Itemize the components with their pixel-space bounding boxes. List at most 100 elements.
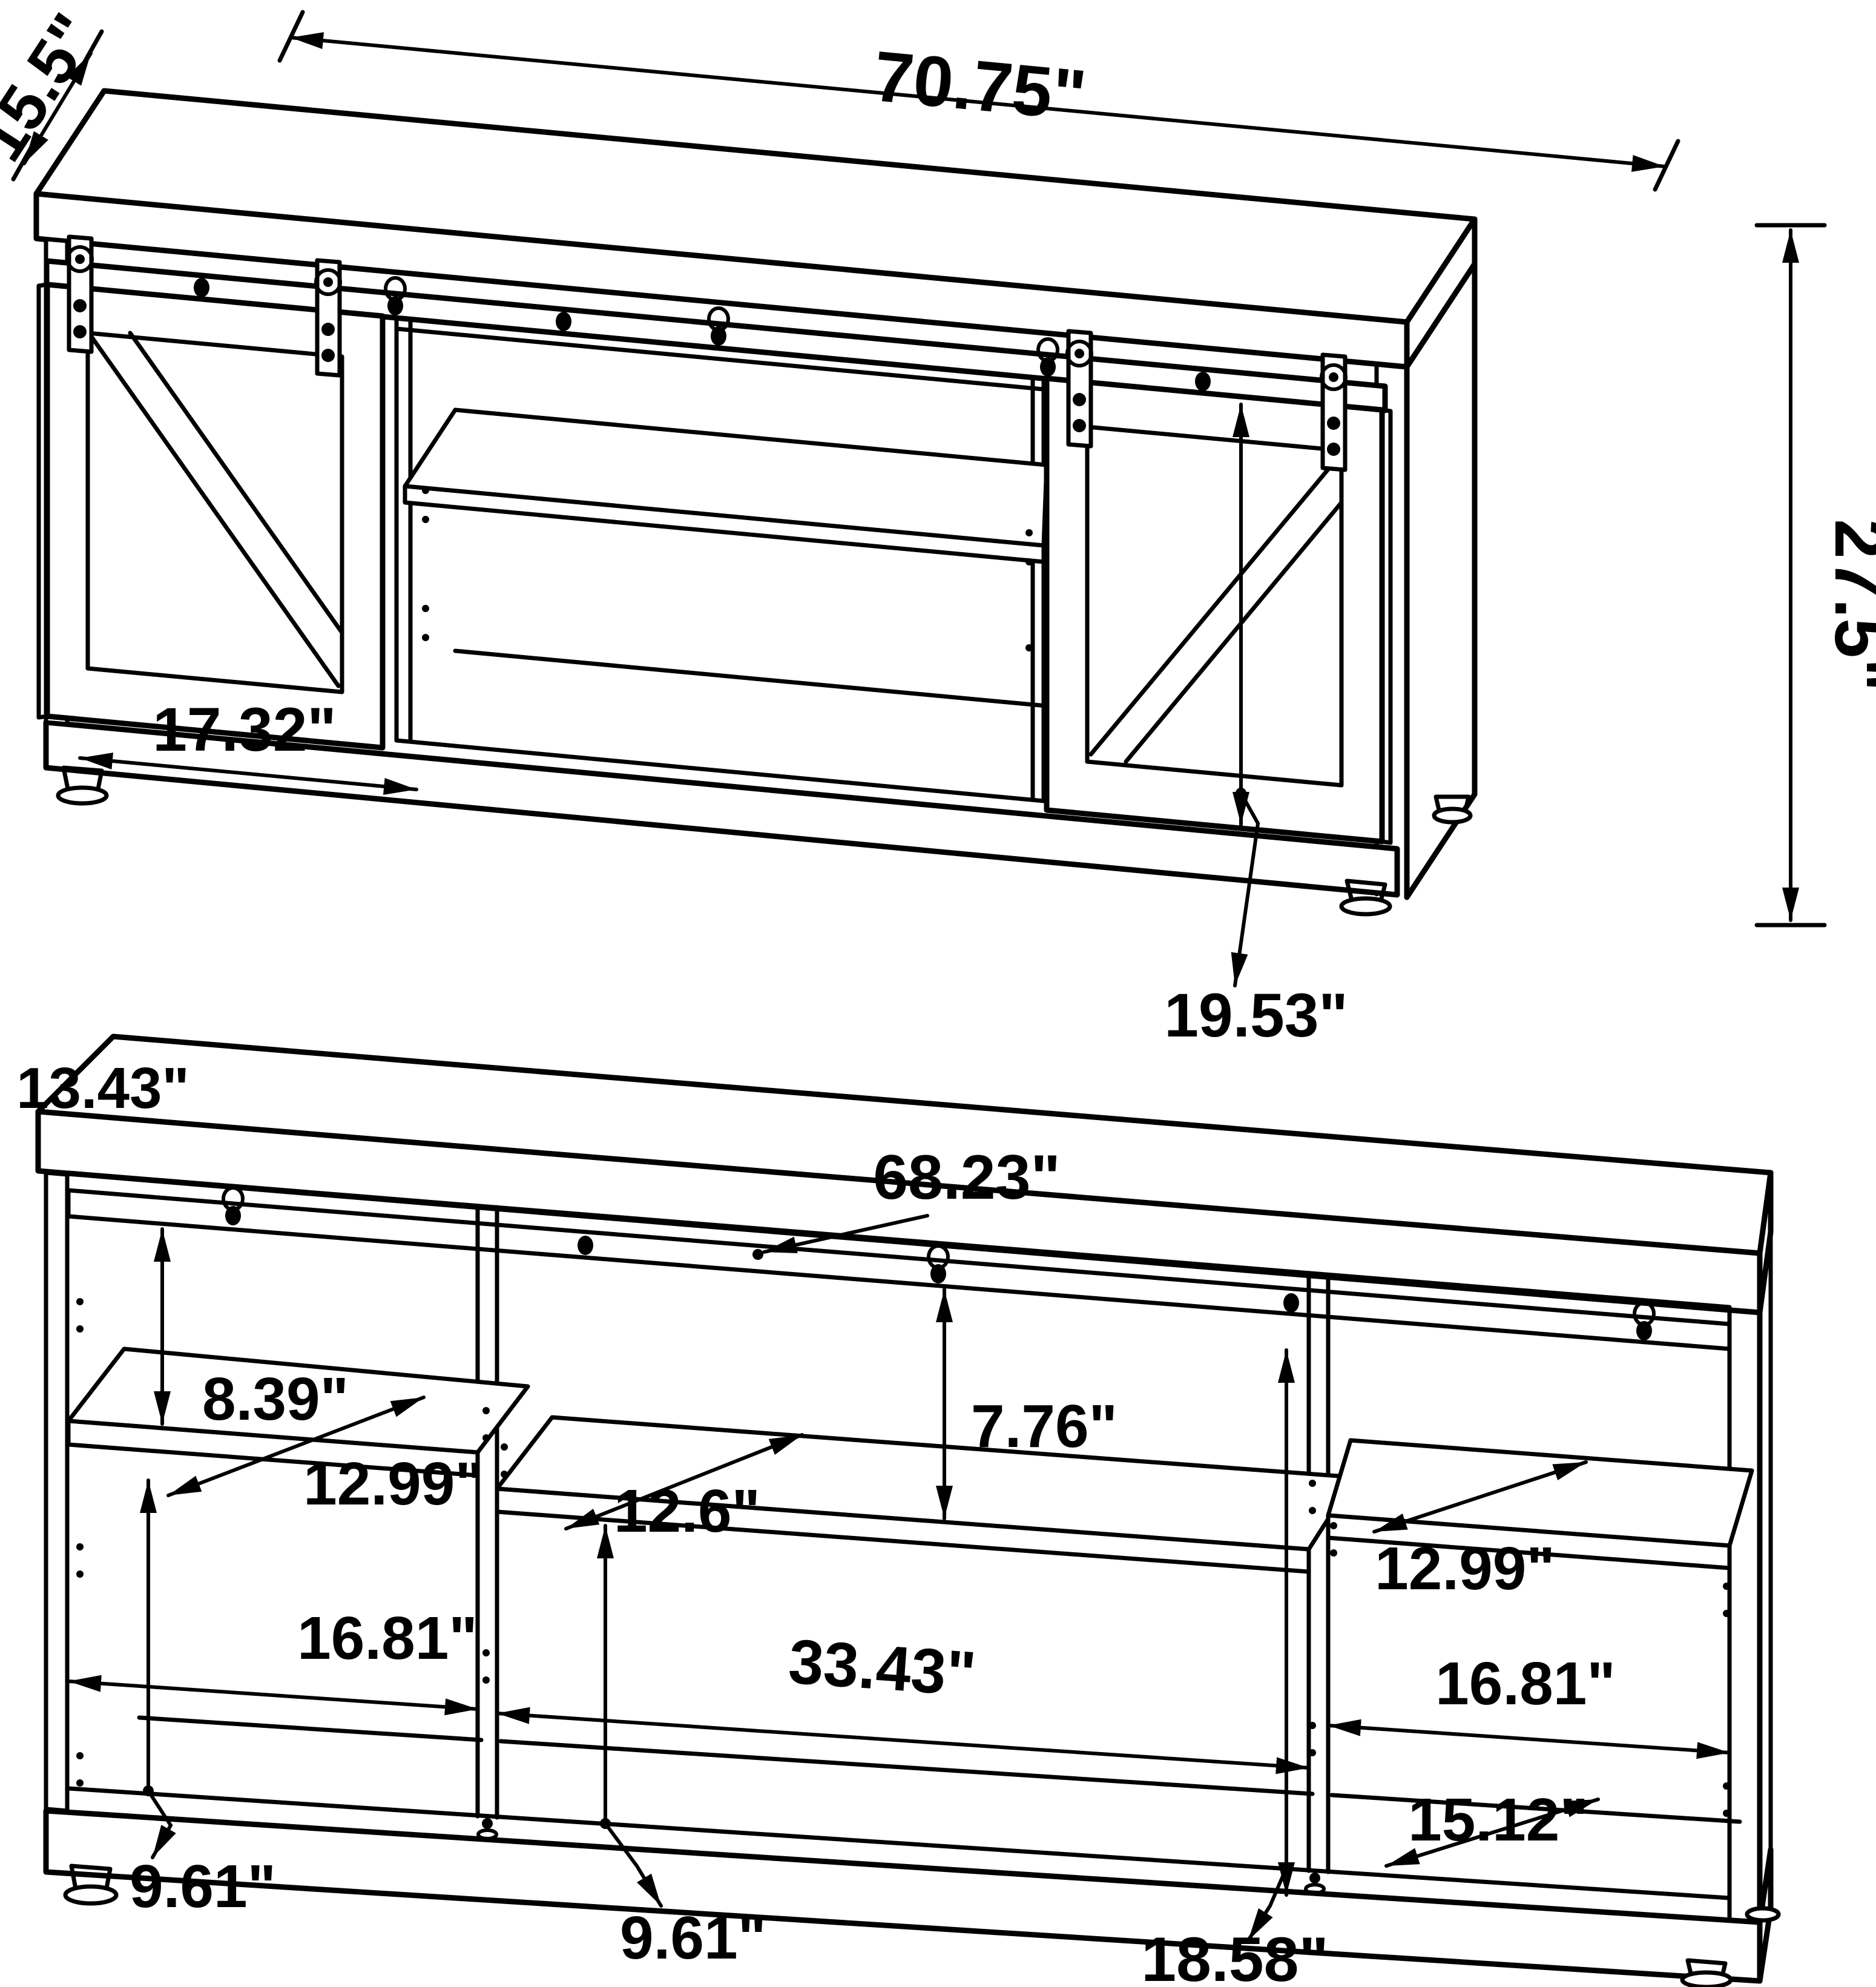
roller-axle	[1329, 372, 1338, 382]
left-barn-door	[36, 282, 386, 751]
dim-line	[1326, 1719, 1731, 1759]
strap-bolt	[1327, 417, 1340, 430]
under-top-strip-lower	[394, 326, 1046, 392]
dim-line	[166, 1396, 426, 1497]
dim-line	[67, 1675, 479, 1716]
door-diagonal-brace-edge	[1124, 500, 1344, 764]
dim-leader	[1246, 1866, 1288, 1942]
foot-pad	[1432, 806, 1473, 825]
pin-hole	[76, 1570, 84, 1578]
pin-hole	[482, 1649, 490, 1656]
dim-right-floor-depth-label: 15.12"	[1408, 1786, 1588, 1854]
dim-center-opening-height-label: 7.76"	[971, 1392, 1117, 1460]
rail-bolt	[194, 278, 209, 297]
door-diagonal-brace-edge	[89, 334, 341, 688]
dim-tick	[11, 138, 38, 182]
hanger-roller	[1065, 340, 1093, 367]
dim-center-shelf-depth-label: 12.6"	[614, 1477, 760, 1545]
dim-right-shelf-depth-label: 12.99"	[1375, 1535, 1555, 1603]
door-inner-frame	[85, 331, 344, 694]
dim-leader	[604, 1822, 663, 1908]
dim-left-opening-width: 16.81"	[67, 1604, 479, 1716]
hanger-roller	[1320, 363, 1348, 391]
strap-bolt	[1073, 393, 1086, 406]
hanger-roller	[314, 268, 342, 296]
foot-pad	[56, 785, 109, 806]
hanger-strap	[315, 258, 342, 378]
door-diagonal-brace-edge	[128, 331, 344, 635]
roller-axle	[323, 277, 333, 287]
foot-pad	[63, 1884, 119, 1906]
dim-line	[289, 32, 1667, 172]
dim-tick	[1653, 139, 1680, 192]
middle-shelf-front	[403, 484, 1046, 564]
dim-door-height: 19.53"	[1164, 403, 1348, 1050]
roller-axle	[75, 254, 85, 264]
divider-glide	[1309, 1873, 1320, 1883]
dim-line	[78, 753, 418, 795]
pin-hole	[501, 1471, 508, 1478]
dim-line	[1372, 1460, 1588, 1534]
dim-width-label: 70.75"	[871, 36, 1090, 136]
rail-bar	[66, 1188, 1732, 1351]
interior-floor-front-edge	[394, 738, 1046, 803]
rail-bolts	[194, 276, 1211, 391]
dim-line	[495, 1707, 1311, 1774]
rail-bolt	[930, 1264, 946, 1283]
dim-tick	[77, 29, 104, 73]
dim-center-opening-width: 33.43"	[495, 1626, 1311, 1774]
pin-hole	[1330, 1522, 1337, 1529]
dim-leader	[762, 1214, 929, 1254]
divider-glide-pad	[476, 1828, 498, 1840]
pin-hole	[1309, 1749, 1316, 1756]
pin-hole	[422, 516, 429, 523]
dim-door-width-label: 17.32"	[153, 695, 337, 764]
pin-hole	[1025, 558, 1033, 565]
dim-line	[1384, 1798, 1600, 1868]
rail-bolt	[1283, 1293, 1299, 1313]
shelf-pin-holes	[76, 1298, 1730, 1817]
pin-hole	[482, 1676, 490, 1684]
hanger-roller	[66, 245, 94, 273]
pin-hole	[1330, 1549, 1337, 1557]
rail-bolt	[387, 296, 403, 315]
pin-hole	[482, 1434, 490, 1442]
dim-left-opening-width-label: 16.81"	[297, 1604, 478, 1672]
dim-right-floor-depth: 15.12"	[1384, 1786, 1600, 1868]
dim-upper-cubby-height-label: 8.39"	[202, 1365, 349, 1433]
door-slab-edge	[36, 282, 50, 720]
rail-bolt	[1195, 372, 1211, 391]
floor-front-edge	[66, 1786, 1732, 1900]
dim-center-lower-height-label: 9.61"	[620, 1904, 766, 1972]
dim-top-depth-label: 13.43"	[16, 1056, 189, 1121]
pin-hole	[1309, 1722, 1316, 1729]
pin-hole	[76, 1543, 84, 1550]
door-inner-frame	[1085, 424, 1344, 788]
strap-bolt	[73, 325, 87, 338]
pin-hole	[422, 487, 429, 494]
pin-hole	[76, 1298, 84, 1305]
pin-hole	[1309, 1480, 1316, 1487]
hanger-strap	[1066, 329, 1093, 449]
strap-bolt	[321, 349, 335, 362]
door-slab-edge	[1380, 407, 1393, 845]
divider-glide-pad	[1304, 1883, 1326, 1895]
pin-hole	[422, 634, 429, 641]
dim-right-opening-width: 16.81"	[1326, 1650, 1731, 1759]
pin-hole	[422, 605, 429, 612]
pin-hole	[1025, 529, 1033, 536]
strap-bolt	[321, 323, 335, 336]
rail-bolt	[1040, 357, 1056, 377]
dim-right-opening-width-label: 16.81"	[1435, 1650, 1616, 1718]
interior-middle-opening	[394, 298, 1049, 803]
dim-left-shelf-depth: 12.99"	[166, 1396, 484, 1518]
pin-hole	[501, 1443, 508, 1451]
roller-axle	[1075, 349, 1084, 358]
hanger-strap	[67, 234, 94, 354]
interior-floor-back-edge	[453, 648, 1049, 708]
door-diagonal-brace-edge	[1088, 455, 1340, 757]
pin-hole	[1723, 1810, 1730, 1817]
dim-rail-length: 68.23"	[752, 1142, 1061, 1260]
open-view: 13.43" 68.23" 8.39" 12.99" 12.6" 7.76" 1…	[16, 1033, 1781, 1987]
dim-left-lower-height-label: 9.61"	[130, 1853, 276, 1920]
